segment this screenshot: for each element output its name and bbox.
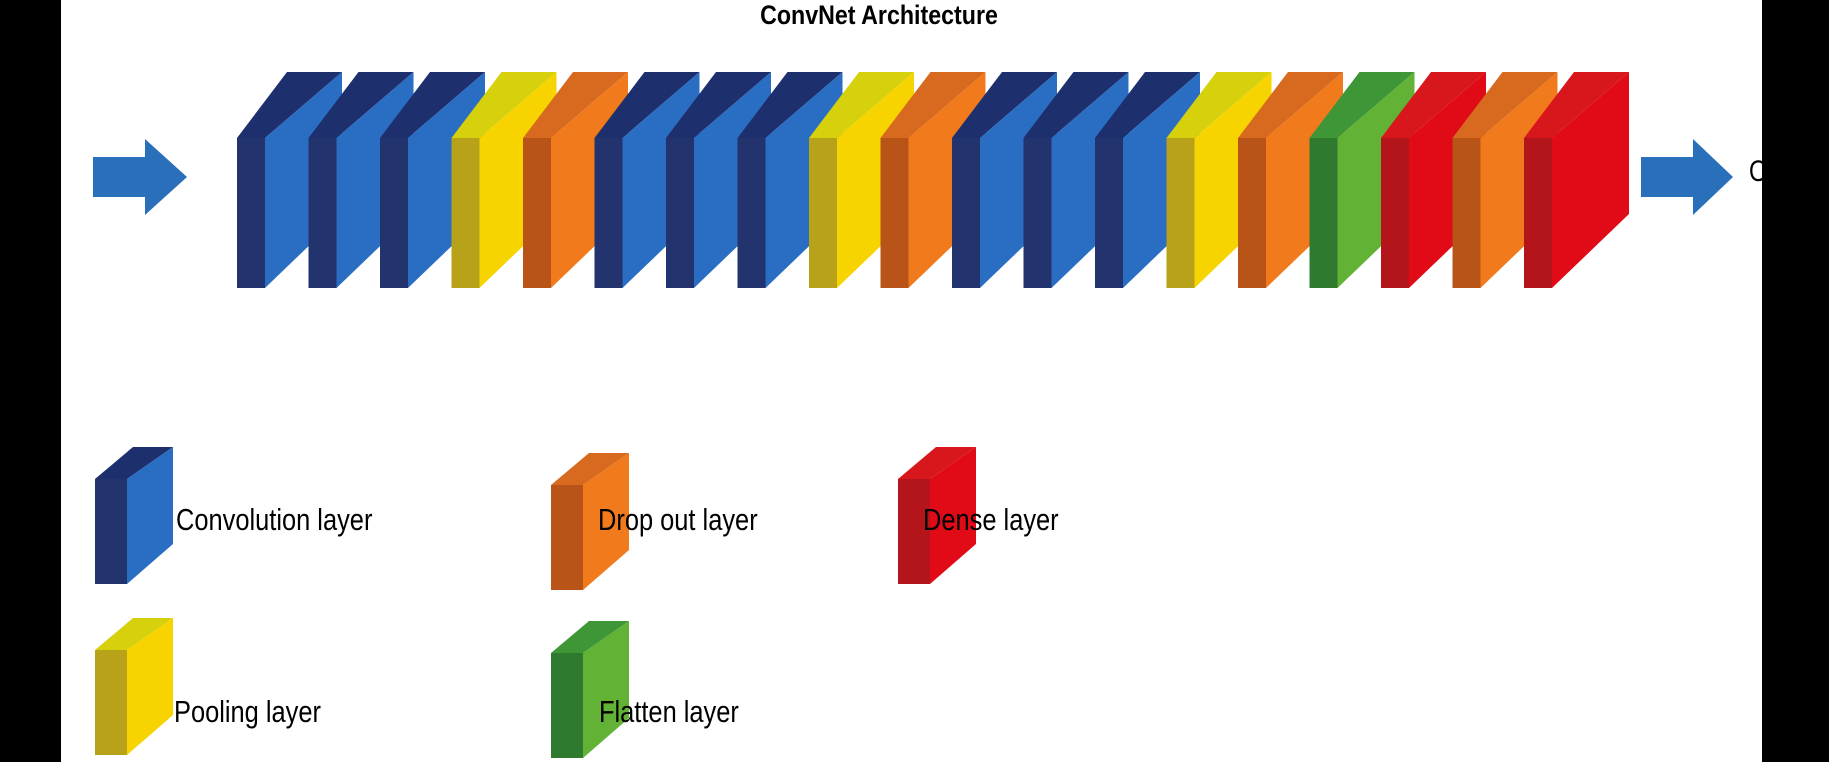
architecture-diagram [93, 72, 1733, 758]
legend-label-flatten: Flatten layer [599, 694, 739, 729]
layer-7-conv-block-side [666, 138, 694, 288]
legend-icon-flatten-top [551, 621, 629, 653]
layer-3-conv-block-side [380, 138, 408, 288]
legend-icon-conv-front [127, 447, 173, 584]
layer-5-dropout-block-top [523, 72, 628, 138]
legend-icon-dense-top [898, 447, 976, 479]
layer-9-pool-block-top [809, 72, 914, 138]
layer-13-conv-block-side [1095, 138, 1123, 288]
layer-14-pool-block-top [1166, 72, 1272, 138]
layer-17-dense-block [1381, 72, 1486, 288]
layer-8-conv-block-side [737, 138, 766, 288]
layer-2-conv-block [308, 72, 414, 288]
layer-16-flatten-block-top [1309, 72, 1415, 138]
legend-icon-pool-side [95, 650, 127, 755]
layer-7-conv-block-top [666, 72, 771, 138]
legend-icon-conv-side [95, 479, 127, 584]
layer-19-dense-block [1524, 72, 1629, 288]
layer-1-conv-block-top [237, 72, 342, 138]
legend-icon-dropout-side [551, 485, 583, 590]
layer-1-conv-block-side [237, 138, 265, 288]
layer-2-conv-block-top [308, 72, 414, 138]
legend-icon-flatten-side [551, 653, 583, 758]
layer-9-pool-block-side [809, 138, 837, 288]
legend-icon-flatten-front [583, 621, 629, 758]
legend-icon-flatten [551, 621, 629, 758]
legend-icon-dense-side [898, 479, 930, 584]
input-arrow-icon [93, 139, 187, 215]
layer-12-conv-block-side [1023, 138, 1052, 288]
layer-8-conv-block-top [737, 72, 843, 138]
legend-icon-dropout-front [583, 453, 629, 590]
legend-icon-conv-top [95, 447, 173, 479]
layer-15-dropout-block-side [1238, 138, 1266, 288]
output-arrow-icon [1641, 139, 1733, 215]
layer-5-dropout-block-side [523, 138, 551, 288]
layer-10-dropout-block-side [880, 138, 909, 288]
layer-12-conv-block-top [1023, 72, 1129, 138]
layer-4-pool-block-side [451, 138, 480, 288]
legend-label-dense: Dense layer [923, 502, 1059, 537]
layer-19-dense-block-top [1524, 72, 1629, 138]
layer-18-dropout-block-side [1452, 138, 1481, 288]
layer-6-conv-block-top [594, 72, 700, 138]
legend-label-pooling: Pooling layer [174, 694, 321, 729]
layer-15-dropout-block-top [1238, 72, 1343, 138]
diagram-canvas: ConvNet Architecture O Convolution layer… [61, 0, 1762, 762]
layer-11-conv-block-side [952, 138, 980, 288]
input-arrow-icon-shape [93, 139, 187, 215]
layer-18-dropout-block-top [1452, 72, 1558, 138]
output-arrow-icon-shape [1641, 139, 1733, 215]
layer-19-dense-block-side [1524, 138, 1552, 288]
layer-17-dense-block-side [1381, 138, 1409, 288]
legend-icon-dense-front [930, 447, 976, 584]
layer-14-pool-block-side [1166, 138, 1195, 288]
diagram-title: ConvNet Architecture [760, 0, 998, 30]
layer-17-dense-block-top [1381, 72, 1486, 138]
layer-16-flatten-block-side [1309, 138, 1338, 288]
legend-label-convolution: Convolution layer [176, 502, 373, 537]
legend-icon-dropout-top [551, 453, 629, 485]
layer-19-dense-block-front [1552, 72, 1629, 288]
legend-icon-pool [95, 618, 173, 755]
legend-icon-pool-top [95, 618, 173, 650]
layer-13-conv-block-top [1095, 72, 1200, 138]
legend-icon-pool-front [127, 618, 173, 755]
legend-icon-dense [898, 447, 976, 584]
layer-11-conv-block-top [952, 72, 1057, 138]
layer-4-pool-block-top [451, 72, 557, 138]
output-label: O [1749, 155, 1762, 189]
legend-icon-dropout [551, 453, 629, 590]
layer-6-conv-block-side [594, 138, 623, 288]
layer-3-conv-block-top [380, 72, 485, 138]
layer-10-dropout-block-top [880, 72, 986, 138]
legend-label-dropout: Drop out layer [598, 502, 758, 537]
layer-2-conv-block-side [308, 138, 337, 288]
legend-icon-conv [95, 447, 173, 584]
